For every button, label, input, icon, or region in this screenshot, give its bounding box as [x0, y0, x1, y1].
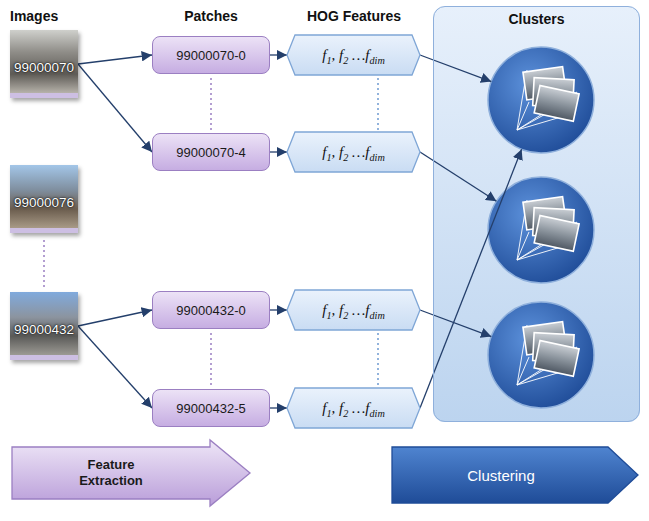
- ellipsis-dots: [377, 333, 379, 387]
- node-text: 99000070-4: [176, 145, 245, 160]
- photo-stack: [517, 67, 579, 130]
- hexagon-outline: [287, 290, 420, 330]
- photo-stack: [517, 197, 579, 260]
- node-text: 99000070: [14, 60, 74, 75]
- connector-arrow: [420, 55, 491, 82]
- node-text: 99000076: [14, 195, 74, 210]
- connector-arrow: [420, 310, 491, 337]
- image-thumbnail: 99000076: [10, 165, 78, 233]
- node-text: 99000432: [14, 322, 74, 337]
- patch-box: 99000432-5: [152, 389, 270, 427]
- stage-arrow: Clustering: [392, 447, 640, 503]
- ellipsis-dots: [210, 333, 212, 387]
- node-text: 99000432-5: [176, 401, 245, 416]
- node-text: f1, f2 …fdim: [322, 47, 385, 64]
- node-text: 99000070-0: [176, 48, 245, 63]
- cluster-circle: [488, 47, 594, 153]
- node-text: Feature Extraction: [61, 457, 161, 490]
- clusters-panel-fill: [433, 6, 640, 422]
- node-text: Clusters: [508, 11, 564, 27]
- column-heading-text: HOG Features: [307, 8, 401, 24]
- patch-box: 99000432-0: [152, 291, 270, 329]
- node-text: f1, f2 …fdim: [322, 144, 385, 161]
- connector-arrow: [420, 152, 496, 201]
- cluster-circle: [488, 302, 594, 408]
- clusters-panel: Clusters: [433, 6, 640, 422]
- image-thumbnail: 99000070: [10, 30, 78, 98]
- hog-feature-box: f1, f2 …fdim: [287, 290, 420, 330]
- node-text: f1, f2 …fdim: [322, 302, 385, 319]
- connector-arrow: [270, 54, 287, 55]
- connector-arrow: [78, 326, 152, 408]
- column-heading-text: Images: [10, 8, 58, 24]
- stage-arrow: Feature Extraction: [12, 440, 252, 506]
- hexagon-outline: [287, 388, 420, 428]
- connector-arrow: [270, 151, 287, 152]
- connector-arrow: [78, 64, 152, 152]
- column-heading: Patches: [151, 8, 271, 24]
- connector-arrow: [78, 55, 152, 64]
- column-heading: Images: [10, 8, 90, 24]
- patch-box: 99000070-0: [152, 36, 270, 74]
- hexagon-outline: [287, 132, 420, 172]
- photo-stack: [517, 322, 579, 385]
- ellipsis-dots: [210, 78, 212, 131]
- connector-arrow: [270, 309, 287, 310]
- node-text: Clustering: [467, 467, 535, 484]
- hog-feature-box: f1, f2 …fdim: [287, 132, 420, 172]
- column-heading: HOG Features: [289, 8, 419, 24]
- ellipsis-dots: [377, 78, 379, 131]
- ellipsis-dots: [43, 240, 45, 288]
- connector-arrow: [270, 407, 287, 408]
- node-text: 99000432-0: [176, 303, 245, 318]
- block-arrow-outline: [392, 447, 638, 503]
- column-heading-text: Patches: [184, 8, 238, 24]
- hog-feature-box: f1, f2 …fdim: [287, 388, 420, 428]
- patch-box: 99000070-4: [152, 133, 270, 171]
- connector-arrow: [420, 149, 522, 408]
- connector-arrow: [78, 310, 152, 326]
- block-arrow-outline: [12, 440, 250, 506]
- hexagon-outline: [287, 35, 420, 75]
- node-text: f1, f2 …fdim: [322, 400, 385, 417]
- image-thumbnail: 99000432: [10, 292, 78, 360]
- hog-feature-box: f1, f2 …fdim: [287, 35, 420, 75]
